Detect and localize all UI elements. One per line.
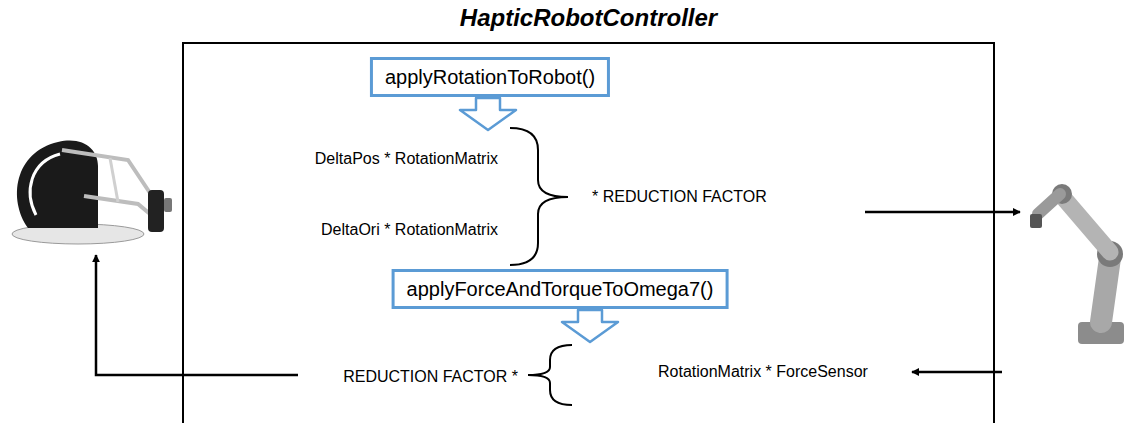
feedback-arrow bbox=[96, 255, 298, 375]
formula-text: DeltaOri * RotationMatrix bbox=[319, 220, 500, 240]
robot-link bbox=[1062, 196, 1110, 252]
output-arrow bbox=[865, 211, 1020, 214]
sensor-arrow bbox=[912, 371, 1002, 374]
robot-tool bbox=[1030, 214, 1042, 228]
method-box: applyRotationToRobot() bbox=[370, 57, 610, 97]
method-box: applyForceAndTorqueToOmega7() bbox=[392, 269, 729, 309]
opening-brace bbox=[528, 345, 572, 405]
device-arm bbox=[62, 150, 152, 196]
formula-text: RotationMatrix * ForceSensor bbox=[656, 362, 870, 382]
haptic-device-illustration bbox=[12, 141, 172, 244]
diagram-title: HapticRobotController bbox=[184, 4, 993, 32]
scaling-text: * REDUCTION FACTOR bbox=[590, 187, 769, 207]
controller-frame: HapticRobotControllerapplyRotationToRobo… bbox=[182, 42, 995, 423]
device-arm bbox=[110, 158, 118, 202]
robot-link bbox=[1038, 194, 1060, 214]
method-name: applyRotationToRobot() bbox=[385, 66, 595, 88]
device-gripper bbox=[164, 198, 172, 212]
scaling-text: REDUCTION FACTOR * bbox=[341, 367, 520, 387]
hollow-down-arrow bbox=[562, 310, 618, 342]
robot-link bbox=[1101, 258, 1110, 322]
formula-text: DeltaPos * RotationMatrix bbox=[313, 149, 500, 169]
method-name: applyForceAndTorqueToOmega7() bbox=[407, 278, 714, 300]
closing-brace bbox=[510, 128, 568, 265]
device-arc bbox=[30, 154, 60, 215]
hollow-down-arrow bbox=[460, 98, 516, 130]
device-handle bbox=[148, 190, 164, 232]
robot-arm-illustration bbox=[1030, 184, 1124, 344]
